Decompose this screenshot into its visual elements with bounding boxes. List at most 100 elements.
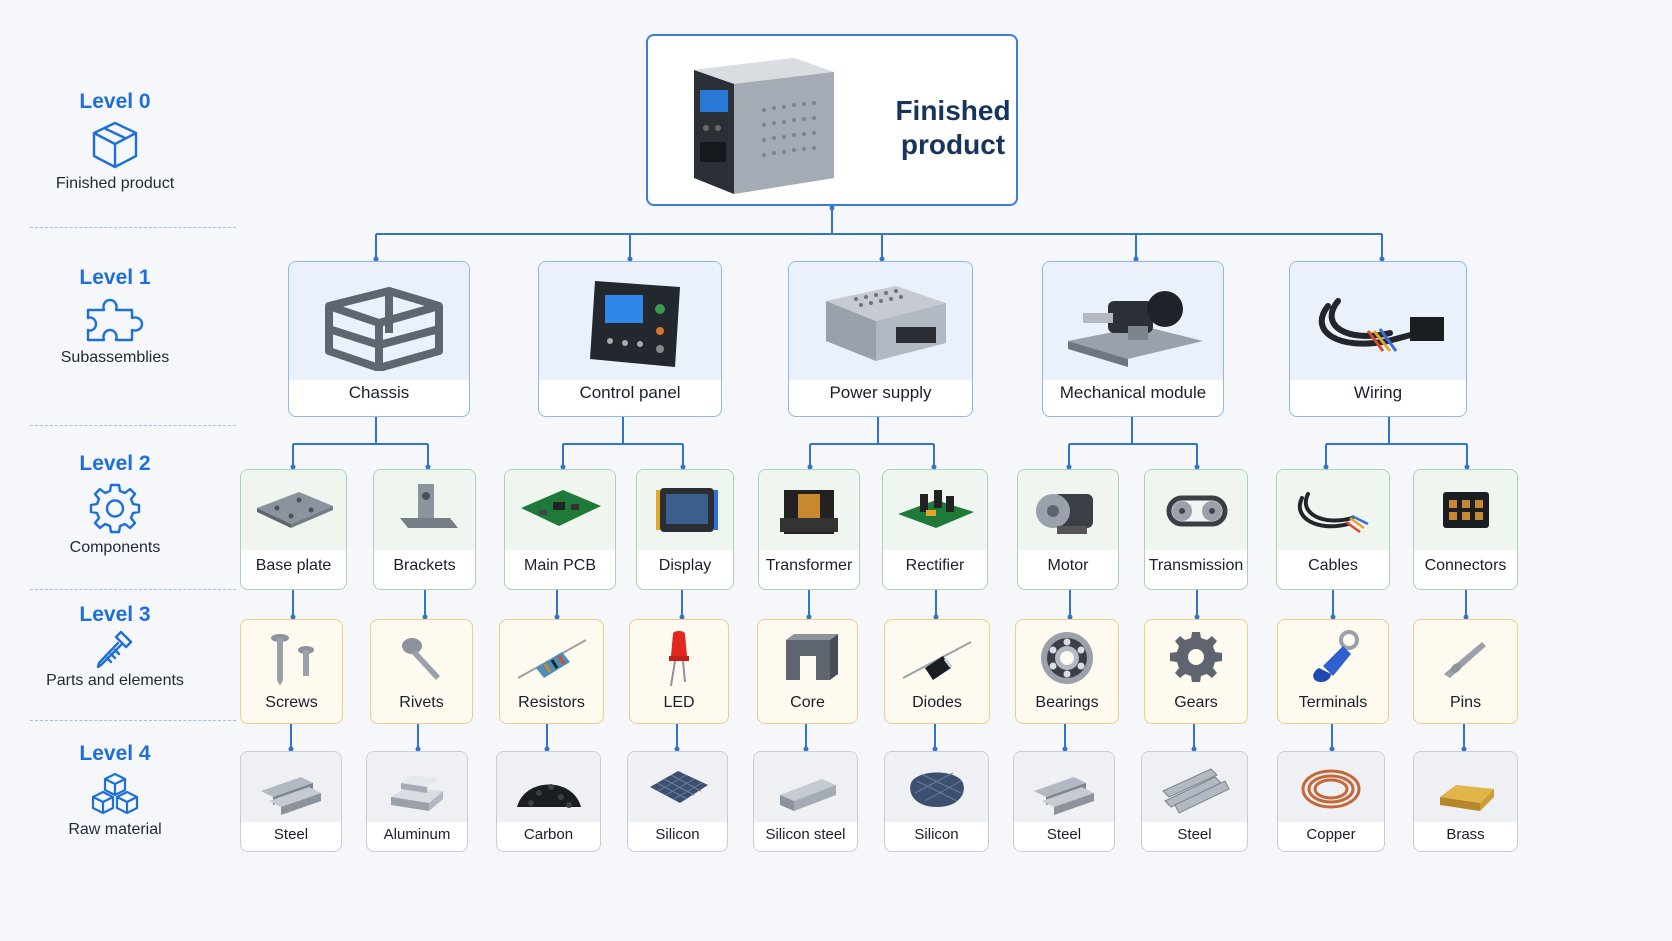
rivet-icon (401, 638, 440, 680)
finished-product-label: Finished product (895, 95, 1011, 160)
level-separator (30, 589, 236, 590)
part-terminals[interactable]: Terminals (1277, 619, 1389, 724)
steel-bars-icon (1034, 777, 1094, 815)
material-steel-2[interactable]: Steel (1013, 751, 1115, 852)
component-label: Transmission (1148, 557, 1244, 574)
part-led[interactable]: LED (629, 619, 729, 724)
component-motor[interactable]: Motor (1017, 469, 1119, 590)
component-label: Base plate (255, 557, 332, 574)
transmission-icon (1166, 495, 1228, 527)
material-carbon[interactable]: Carbon (496, 751, 601, 852)
component-label: Connectors (1424, 557, 1507, 574)
material-label: Silicon steel (765, 826, 846, 843)
part-gears[interactable]: Gears (1144, 619, 1248, 724)
component-transformer[interactable]: Transformer (758, 469, 860, 590)
led-icon (669, 631, 689, 687)
material-label: Carbon (523, 826, 574, 843)
component-label: Motor (1047, 557, 1089, 574)
component-label: Transformer (765, 557, 853, 574)
material-steel[interactable]: Steel (240, 751, 342, 852)
connector-dot (674, 746, 680, 752)
part-label: LED (663, 694, 695, 711)
material-copper[interactable]: Copper (1277, 751, 1385, 852)
part-rivets[interactable]: Rivets (370, 619, 473, 724)
connector-dot (933, 614, 939, 620)
component-main-pcb[interactable]: Main PCB (504, 469, 616, 590)
level-separator (30, 425, 236, 426)
level-separator (30, 720, 236, 721)
level-desc: Raw material (68, 821, 162, 838)
screws-icon (270, 634, 314, 686)
bracket-icon (399, 484, 458, 528)
connector-dot (422, 614, 428, 620)
connector-dot (679, 614, 685, 620)
connector-dot (560, 464, 566, 470)
material-silicon-steel[interactable]: Silicon steel (753, 751, 858, 852)
material-label: Brass (1446, 826, 1485, 843)
aluminum-ingots-icon (391, 775, 443, 811)
component-base-plate[interactable]: Base plate (240, 469, 347, 590)
component-connectors[interactable]: Connectors (1413, 469, 1518, 590)
part-diodes[interactable]: Diodes (884, 619, 990, 724)
material-aluminum[interactable]: Aluminum (366, 751, 468, 852)
material-steel-3[interactable]: Steel (1141, 751, 1248, 852)
connector-dot (288, 746, 294, 752)
gear-icon (89, 483, 141, 534)
subassembly-chassis[interactable]: Chassis (288, 261, 470, 417)
silicon-wafer-icon (909, 772, 964, 807)
part-core[interactable]: Core (757, 619, 858, 724)
connector-dot (1323, 464, 1329, 470)
connector-dot (803, 746, 809, 752)
connector-dot (554, 614, 560, 620)
connector-dot (680, 464, 686, 470)
connector-dot (806, 614, 812, 620)
steel-tubes-icon (1161, 768, 1230, 814)
component-label: Display (658, 557, 712, 574)
subassembly-control-panel[interactable]: Control panel (538, 261, 722, 417)
finished-product-card[interactable]: Finished product (646, 34, 1018, 206)
pcb-icon (521, 490, 601, 526)
part-pins[interactable]: Pins (1413, 619, 1518, 724)
level-separator (30, 227, 236, 228)
component-brackets[interactable]: Brackets (373, 469, 476, 590)
connector-dot (544, 746, 550, 752)
material-label: Copper (1306, 826, 1356, 843)
connector-dot (373, 256, 379, 262)
connector-dot (879, 256, 885, 262)
level-1: Level 1 Subassemblies (20, 266, 210, 368)
component-label: Cables (1308, 557, 1358, 574)
screw-icon (96, 630, 133, 669)
subassembly-mechanical-module[interactable]: Mechanical module (1042, 261, 1224, 417)
part-resistors[interactable]: Resistors (499, 619, 604, 724)
component-transmission[interactable]: Transmission (1144, 469, 1248, 590)
material-silicon[interactable]: Silicon (627, 751, 728, 852)
carbon-granules-icon (516, 784, 581, 808)
level-desc: Parts and elements (46, 672, 184, 689)
level-3: Level 3 Parts and elements (20, 603, 210, 691)
box-icon (92, 121, 138, 169)
puzzle-icon (86, 298, 144, 342)
part-bearings[interactable]: Bearings (1015, 619, 1119, 724)
connector-dot (1194, 464, 1200, 470)
connector-dot (290, 614, 296, 620)
connector-dot (1463, 614, 1469, 620)
material-brass[interactable]: Brass (1413, 751, 1518, 852)
material-silicon-2[interactable]: Silicon (884, 751, 989, 852)
material-label: Aluminum (383, 826, 451, 843)
connector-dot (627, 256, 633, 262)
connector-dot (290, 464, 296, 470)
pin-icon (1443, 642, 1486, 678)
component-display[interactable]: Display (636, 469, 734, 590)
connector-dot (1329, 746, 1335, 752)
level-title: Level 1 (79, 266, 151, 289)
connector-dot (425, 464, 431, 470)
component-cables[interactable]: Cables (1276, 469, 1390, 590)
subassembly-wiring[interactable]: Wiring (1289, 261, 1467, 417)
component-rectifier-board[interactable]: Rectifier board (882, 469, 988, 590)
base-plate-icon (256, 492, 333, 528)
level-desc: Subassemblies (60, 349, 170, 366)
subassembly-power-supply[interactable]: Power supply (788, 261, 973, 417)
component-label: Rectifier board (905, 557, 965, 574)
part-screws[interactable]: Screws (240, 619, 343, 724)
level-desc: Components (69, 539, 161, 556)
